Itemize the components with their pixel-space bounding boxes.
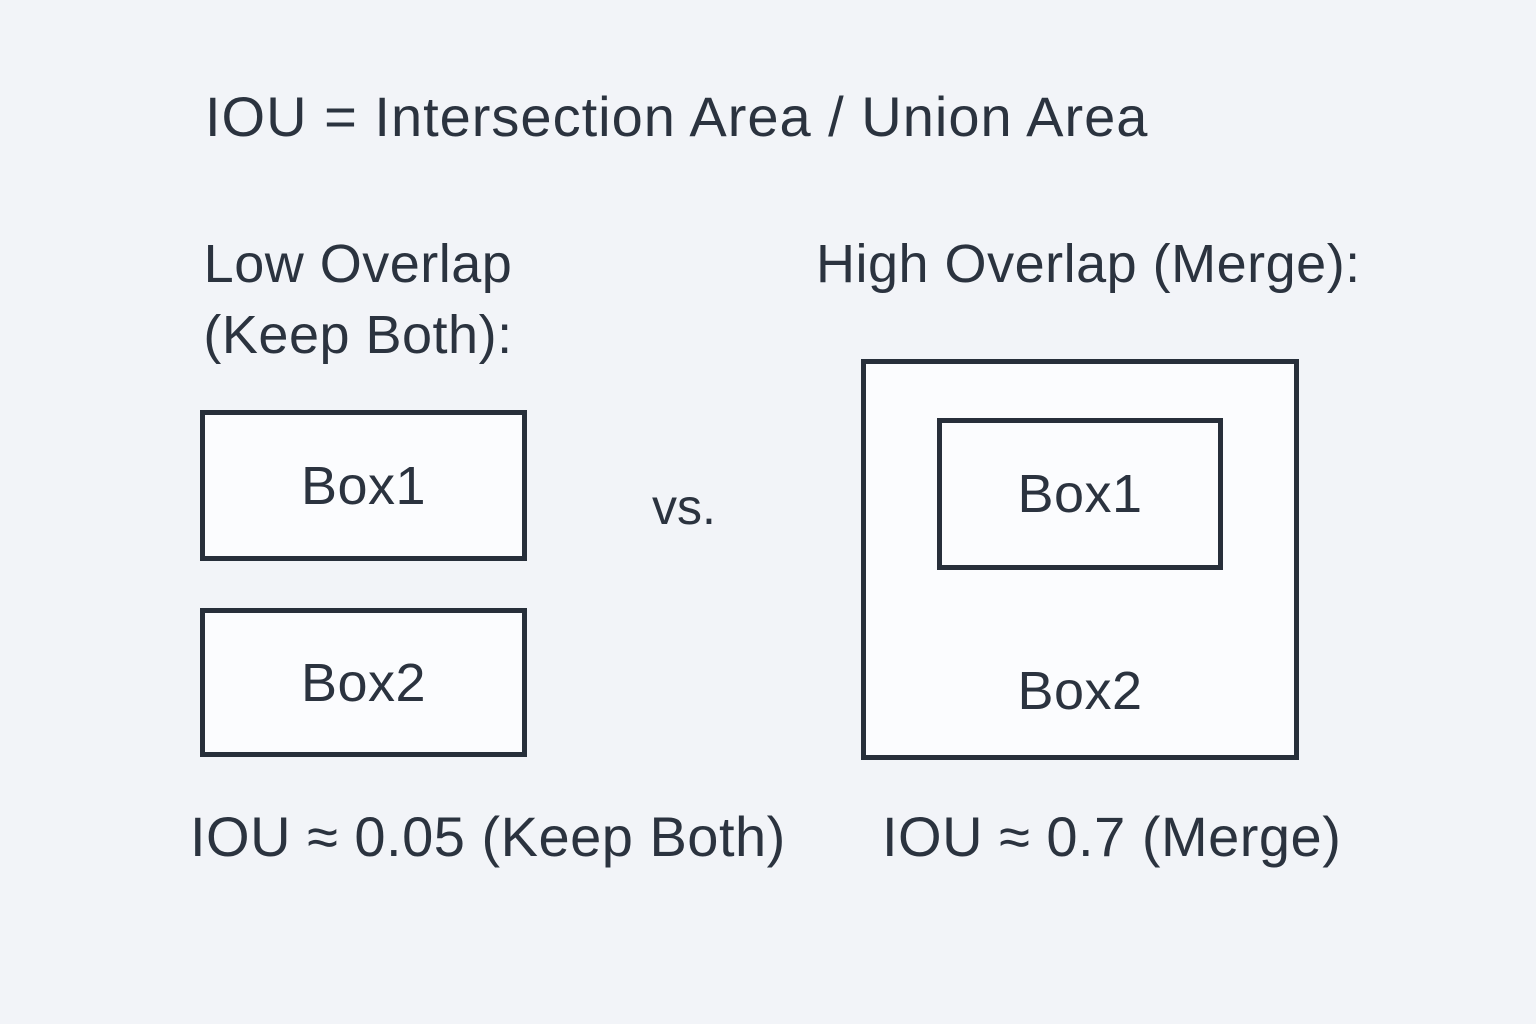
high-overlap-inner-box: Box1 bbox=[937, 418, 1223, 570]
low-overlap-heading-line1: Low Overlap bbox=[203, 234, 513, 294]
low-overlap-iou-caption: IOU ≈ 0.05 (Keep Both) bbox=[190, 805, 786, 868]
low-overlap-heading-line2: (Keep Both): bbox=[203, 305, 513, 365]
high-overlap-heading: High Overlap (Merge): bbox=[816, 234, 1361, 294]
low-overlap-box1: Box1 bbox=[200, 410, 527, 561]
high-overlap-iou-caption: IOU ≈ 0.7 (Merge) bbox=[882, 805, 1342, 868]
high-overlap-outer-box-label: Box2 bbox=[1017, 661, 1143, 721]
versus-label: vs. bbox=[652, 479, 716, 535]
high-overlap-outer-box: Box1 Box2 bbox=[861, 359, 1299, 760]
low-overlap-heading: Low Overlap (Keep Both): bbox=[158, 229, 558, 371]
diagram-title: IOU = Intersection Area / Union Area bbox=[205, 85, 1149, 148]
low-overlap-box2-label: Box2 bbox=[300, 652, 427, 713]
high-overlap-inner-box-label: Box1 bbox=[1017, 464, 1143, 524]
low-overlap-box1-label: Box1 bbox=[300, 455, 427, 516]
low-overlap-box2: Box2 bbox=[200, 608, 527, 757]
